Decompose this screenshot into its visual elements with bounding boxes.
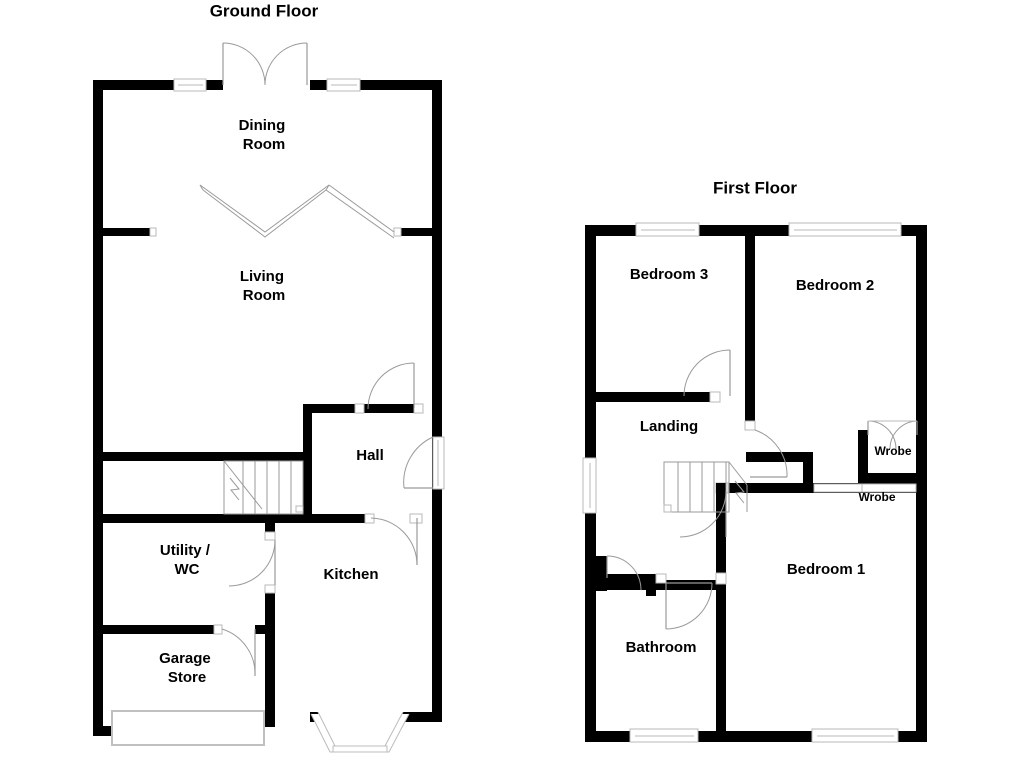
wall-utility-kitchen-vertical (265, 592, 275, 727)
wall-bathroom-top-lower (596, 580, 669, 590)
room-label-wrobe-top: Wrobe (874, 444, 911, 458)
wall-left-exterior (93, 80, 103, 736)
wall-bottom-left-pier (585, 731, 631, 742)
bedroom-2-window-top (788, 222, 902, 237)
wall-utility-kitchen-stub-top (265, 518, 275, 532)
utility-wc-door (228, 539, 276, 587)
ground-floor-staircase (223, 460, 304, 515)
wrobe-doors (867, 420, 918, 450)
kitchen-door (370, 517, 418, 566)
bedroom-3-window (635, 222, 700, 237)
wall-left-exterior-lower (585, 512, 596, 742)
wall-wrobe-bottom (858, 473, 920, 483)
room-label-bedroom-1: Bedroom 1 (787, 561, 865, 578)
room-label-living-room: Living Room (240, 268, 288, 304)
living-room-door (367, 362, 415, 410)
dining-room-french-doors (222, 42, 308, 86)
wall-top-mid-left-pier (205, 80, 223, 90)
wall-right-exterior-upper (432, 80, 442, 525)
wall-landing-bedroom1-stub (726, 483, 748, 493)
wall-bottom-right-pier (897, 731, 927, 742)
garage-up-and-over-door (111, 710, 265, 746)
wall-wrobe-left (858, 430, 868, 483)
wall-bedroom3-landing-divider (596, 392, 710, 402)
wall-bedroom3-bedroom2-divider (745, 236, 755, 389)
wall-top-right-segment (359, 80, 442, 90)
ground-floor-group: Dining Room Living Room Hall Utility / W… (93, 1, 445, 753)
bathroom-window (629, 728, 699, 743)
wall-garage-door-pier (255, 625, 275, 634)
wall-divider-left-stub (93, 228, 150, 236)
wall-vestibule-left (596, 556, 607, 575)
front-door (403, 436, 445, 490)
wall-garage-store-divider (93, 625, 215, 634)
bedroom-2-door (750, 429, 788, 478)
room-label-bathroom: Bathroom (626, 639, 697, 656)
wall-top-mid-right-pier (310, 80, 328, 90)
room-label-landing: Landing (640, 418, 698, 435)
room-label-hall: Hall (356, 447, 384, 464)
wall-bathroom-top-extra (659, 580, 717, 590)
wall-bathroom-left-join (596, 579, 607, 591)
wall-bedroom3-bedroom2-divider-lower (745, 389, 755, 421)
ground-floor-title: Ground Floor (210, 1, 319, 20)
wrobe-doors-lower (813, 483, 917, 493)
wall-landing-bedroom1-vertical (803, 452, 813, 492)
landing-window (582, 457, 597, 514)
room-label-garage-store: Garage Store (159, 650, 215, 686)
wall-divider-right-stub (400, 228, 442, 236)
room-label-dining-room: Dining Room (239, 117, 290, 153)
dining-room-window-right (326, 78, 361, 92)
wall-bottom-mid-pier (697, 731, 813, 742)
wall-living-hall-divider (93, 452, 305, 461)
first-floor-group: Bedroom 3 Bedroom 2 Landing Wrobe Wrobe … (582, 178, 927, 743)
wall-vestibule-top (596, 574, 656, 583)
wall-top-left-pier (585, 225, 637, 236)
wall-hall-left (303, 404, 312, 514)
room-label-bedroom-3: Bedroom 3 (630, 266, 708, 283)
room-label-bedroom-2: Bedroom 2 (796, 277, 874, 294)
utility-kitchen-walls (93, 518, 276, 727)
first-floor-title: First Floor (713, 178, 797, 197)
room-label-kitchen: Kitchen (323, 566, 378, 583)
dining-living-archway (199, 184, 395, 239)
bedroom-3-door (683, 349, 731, 397)
bathroom-vestibule-walls (596, 556, 667, 596)
wall-top-mid-pier (698, 225, 790, 236)
wall-bathroom-bedroom1-divider (716, 483, 726, 733)
wall-top-left-segment (93, 80, 175, 90)
wall-hall-kitchen-divider (93, 514, 365, 523)
wall-vestibule-vertical (646, 574, 656, 596)
bedroom-1-window (811, 728, 899, 743)
airing-cupboard-door (606, 555, 642, 591)
wall-right-exterior-lower (432, 525, 442, 721)
bathroom-door (665, 582, 713, 630)
wall-top-right-pier (900, 225, 927, 236)
first-floor-staircase (663, 461, 748, 513)
garage-store-door (221, 628, 256, 677)
wall-landing-bedroom1-top (746, 452, 812, 462)
wall-left-exterior-upper (585, 225, 596, 458)
room-label-utility-wc: Utility / WC (160, 542, 214, 578)
room-label-wrobe-bottom: Wrobe (858, 490, 895, 504)
dining-living-divider (93, 227, 442, 237)
dining-room-window-left (173, 78, 207, 92)
kitchen-bay-window (310, 711, 410, 753)
